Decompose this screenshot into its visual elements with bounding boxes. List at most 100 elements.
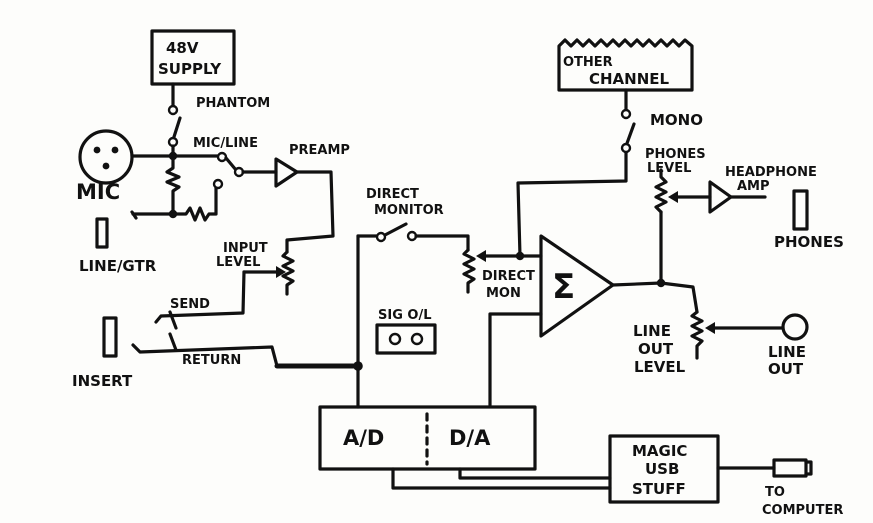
input-level-label-line1: INPUT [223, 241, 268, 256]
line-gtr-jack [95, 217, 109, 249]
headphone-amp-label-line1: HEADPHONE [725, 165, 817, 180]
send-tip [168, 310, 178, 330]
line-input-tip [130, 210, 138, 220]
line-out-wiper-arrow [705, 322, 715, 334]
phones-wiper-arrow [668, 191, 678, 203]
send-wire [154, 270, 246, 324]
line-gtr-label: LINE/GTR [79, 257, 157, 275]
other-channel-box [557, 38, 694, 92]
phantom-switch-contact [167, 104, 179, 116]
xlr-pin-3 [102, 162, 110, 170]
direct-monitor-label-line1: DIRECT [366, 187, 419, 202]
ad-da-converter-box [318, 405, 537, 471]
mic-line-switch-contact-line [212, 178, 224, 190]
line-out-label-line1: LINE [768, 343, 806, 361]
ad-label: A/D [343, 426, 384, 450]
phantom-switch-blade [171, 116, 182, 142]
headphone-amp-triangle [708, 180, 733, 214]
xlr-pin-1 [93, 146, 101, 154]
converter-block: A/D D/A [318, 405, 612, 490]
mono-label: MONO [650, 111, 703, 129]
send-label: SEND [170, 297, 210, 312]
converter-to-usb-wire-b [391, 467, 612, 490]
mono-feed-wire [516, 148, 628, 258]
line-out-level-label-line2: OUT [638, 340, 674, 358]
mixer-block: Σ [488, 148, 699, 407]
headphone-amp-label-line2: AMP [737, 179, 770, 194]
direct-monitor-switch-left [375, 231, 387, 243]
sig-ol-led-box [375, 323, 437, 355]
usb-plug-tip [804, 460, 813, 476]
line-out-block: LINE OUT LINE OUT LEVEL [633, 310, 809, 378]
mono-switch-blade [624, 122, 636, 148]
xlr-mic-connector [78, 129, 134, 185]
line-out-level-label-line3: LEVEL [634, 358, 686, 376]
line-out-level-label-line1: LINE [633, 322, 671, 340]
48v-supply-box [150, 29, 236, 86]
to-computer-label-line2: COMPUTER [762, 503, 843, 518]
preamp-label: PREAMP [289, 143, 350, 158]
direct-monitor-label-line2: MONITOR [374, 203, 444, 218]
48v-supply-label-line1: 48V [166, 39, 199, 57]
input-level-label-line2: LEVEL [216, 255, 260, 270]
line-pad-resistor [171, 186, 218, 222]
preamp-output-wire [285, 170, 335, 254]
return-tip [168, 332, 178, 352]
preamp-block: PREAMP INPUT LEVEL [216, 143, 350, 296]
other-channel-block: OTHER CHANNEL MONO [557, 38, 703, 154]
insert-label: INSERT [72, 372, 133, 390]
return-label: RETURN [182, 353, 241, 368]
usb-plug [772, 458, 808, 478]
preamp-triangle [274, 157, 299, 188]
phones-label: PHONES [774, 233, 844, 251]
summing-amp-triangle [539, 234, 615, 338]
sig-ol-label: SIG O/L [378, 308, 431, 323]
phones-block: PHONES LEVEL HEADPHONE AMP PHONES [645, 147, 844, 285]
mic-input-block: MIC MIC/LINE LINE/GTR [76, 129, 258, 275]
usb-block: MAGIC USB STUFF TO COMPUTER [608, 434, 843, 518]
phones-level-label-line1: PHONES [645, 147, 706, 162]
phones-level-pot [654, 168, 668, 214]
ol-led [410, 332, 424, 346]
sig-led [388, 332, 402, 346]
direct-mon-label-line1: DIRECT [482, 269, 535, 284]
other-channel-label-line1: OTHER [563, 55, 613, 70]
phantom-label: PHANTOM [196, 96, 270, 111]
line-out-jack [781, 313, 809, 341]
48v-supply-label-line2: SUPPLY [158, 60, 222, 78]
mono-switch-pivot [620, 142, 632, 154]
xlr-pin-2 [111, 146, 119, 154]
to-computer-label-line1: TO [765, 485, 785, 500]
input-level-wiper-arrow [276, 266, 286, 278]
direct-mon-label-line2: MON [486, 286, 521, 301]
magic-usb-label-line2: USB [645, 460, 679, 478]
mic-line-label: MIC/LINE [193, 136, 258, 151]
line-out-label-line2: OUT [768, 360, 804, 378]
other-channel-label-line2: CHANNEL [589, 70, 670, 88]
mono-switch-contact [620, 108, 632, 120]
magic-usb-label-line3: STUFF [632, 480, 686, 498]
direct-mon-pot [462, 248, 476, 294]
return-wire [131, 343, 279, 368]
sigma-label: Σ [552, 267, 575, 307]
mic-line-switch-blade [224, 156, 238, 172]
mic-label: MIC [76, 180, 120, 204]
magic-usb-label-line1: MAGIC [632, 442, 687, 460]
line-out-level-pot [690, 310, 704, 360]
da-to-summer-wire [488, 312, 543, 407]
direct-monitor-out-wire [414, 234, 470, 252]
direct-monitor-block: DIRECT MONITOR DIRECT MON SIG O/L [356, 187, 535, 409]
direct-mon-wiper-arrow [476, 250, 486, 262]
phones-level-label-line2: LEVEL [647, 161, 691, 176]
insert-block: INSERT SEND RETURN [72, 270, 363, 390]
phones-jack [792, 189, 809, 231]
converter-to-usb-wire-a [458, 467, 612, 480]
da-label: D/A [449, 426, 491, 450]
input-level-pot [281, 250, 295, 296]
insert-jack [102, 316, 118, 358]
phantom-supply-block: 48V SUPPLY PHANTOM [150, 29, 270, 148]
direct-monitor-switch-blade [383, 222, 408, 237]
summer-output-wire [611, 281, 699, 314]
